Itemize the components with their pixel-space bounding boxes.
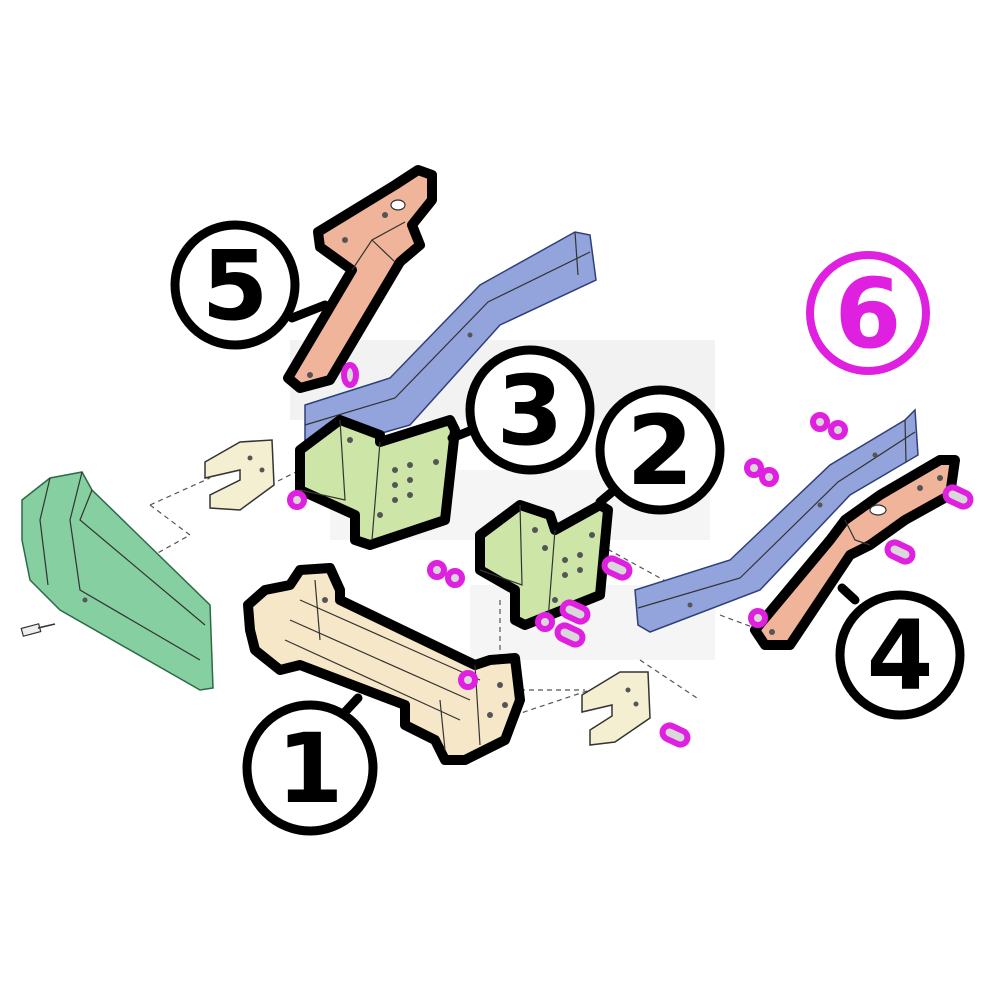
bolt (458, 670, 478, 690)
bolt (659, 722, 691, 748)
mounting-bracket-left (204, 439, 275, 511)
upper-bracket-right (750, 455, 960, 650)
leader-line-4 (837, 583, 860, 605)
callout-5: 5 (170, 220, 300, 350)
bolt (759, 467, 779, 487)
leader-line-5 (287, 300, 330, 323)
callout-4: 4 (835, 590, 965, 720)
bolt (601, 555, 633, 581)
frame-rail-right (634, 408, 919, 633)
side-bracket-left (295, 415, 460, 550)
bolt (287, 490, 307, 510)
upper-bracket-left (283, 165, 437, 393)
callout-3: 3 (465, 345, 595, 475)
bolt (828, 420, 848, 440)
bolt (535, 612, 555, 632)
bolt (942, 484, 974, 510)
callout-2-label: 2 (627, 395, 694, 507)
leader-lines (287, 300, 860, 717)
callout-2: 2 (595, 385, 725, 515)
callout-5-label: 5 (202, 230, 269, 342)
bolt (810, 412, 830, 432)
callout-1: 1 (242, 700, 378, 836)
callout-1-label: 1 (277, 713, 344, 825)
leader-line-1 (340, 693, 363, 717)
callout-3-label: 3 (497, 355, 564, 467)
bolt (748, 608, 768, 628)
bolt (559, 599, 591, 625)
bolt (341, 362, 359, 388)
bolt-set (287, 362, 974, 748)
bolt (744, 458, 764, 478)
mounting-bracket-lower (581, 671, 651, 746)
bumper-bolt (20, 623, 56, 637)
leader-line-3 (447, 425, 477, 443)
callout-4-label: 4 (867, 600, 934, 712)
bumper (21, 471, 214, 691)
bolt (427, 560, 447, 580)
bolt (554, 622, 586, 648)
leader-line-2 (595, 487, 617, 507)
side-bracket-right (475, 500, 613, 630)
callout-6-label: 6 (835, 258, 902, 370)
tow-frame (243, 563, 525, 765)
bolt (884, 539, 916, 565)
bolt (445, 568, 465, 588)
callout-6: 6 (806, 251, 930, 375)
